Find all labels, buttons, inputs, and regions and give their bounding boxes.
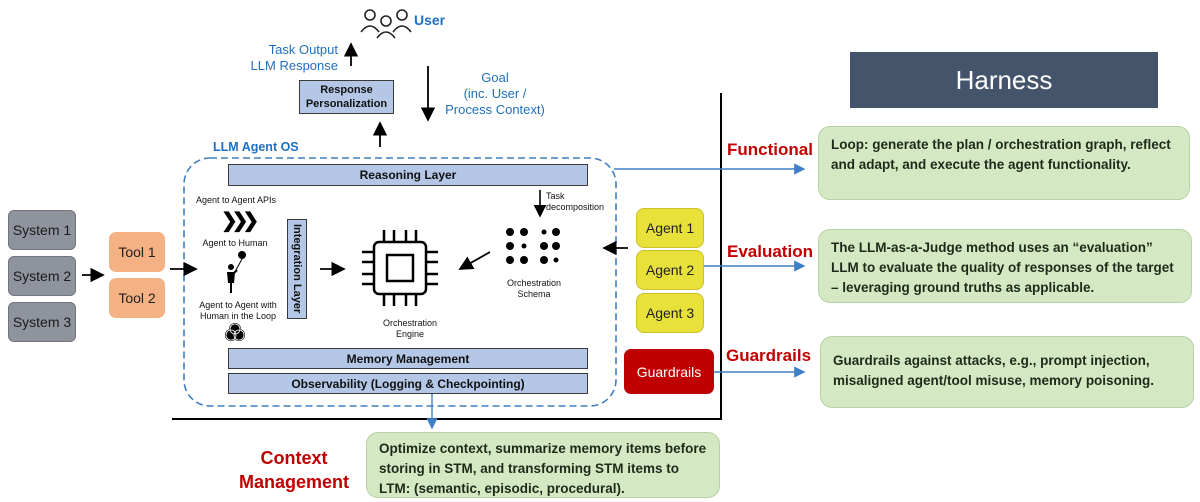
functional-description: Loop: generate the plan / orchestration … — [818, 126, 1190, 200]
tool-2-box: Tool 2 — [109, 278, 165, 318]
venn-network-icon — [225, 323, 245, 341]
agent-to-agent-apis-label: Agent to Agent APIs — [195, 195, 277, 205]
context-management-description: Optimize context, summarize memory items… — [366, 432, 720, 498]
agent-to-agent-hitl-line2: Human in the Loop — [199, 311, 277, 321]
agent-to-agent-hitl-label: Agent to Agent with Human in the Loop — [190, 300, 286, 322]
orchestration-schema-icon — [506, 228, 560, 264]
task-output-line2: LLM Response — [250, 58, 338, 73]
task-output-line1: Task Output — [268, 42, 338, 57]
orchestration-schema-label: Orchestration Schema — [496, 278, 572, 300]
human-with-balloon-icon — [227, 251, 246, 293]
orchestration-schema-line1: Orchestration — [506, 278, 562, 288]
orchestration-engine-label: Orchestration Engine — [370, 318, 450, 340]
system-3-box: System 3 — [8, 302, 76, 342]
task-decomposition-line2: decomposition — [546, 202, 605, 212]
guardrails-description: Guardrails against attacks, e.g., prompt… — [820, 336, 1194, 408]
schema-to-engine-arrow — [458, 251, 491, 270]
agent-2-box: Agent 2 — [636, 250, 704, 290]
response-personalization-box: Response Personalization — [299, 80, 394, 114]
agent-3-box: Agent 3 — [636, 293, 704, 333]
agent-to-agent-hitl-line1: Agent to Agent with — [199, 300, 277, 310]
agent-1-box: Agent 1 — [636, 208, 704, 248]
orchestration-schema-line2: Schema — [517, 289, 551, 299]
orchestration-engine-line2: Engine — [395, 329, 425, 339]
llm-agent-os-boundary — [183, 157, 617, 407]
user-label: User — [414, 12, 446, 28]
guardrails-label: Guardrails — [726, 346, 812, 365]
integration-layer-bar: Integration Layer — [287, 219, 307, 319]
system-1-box: System 1 — [8, 210, 76, 250]
agent-to-human-label: Agent to Human — [202, 238, 268, 248]
cpu-chip-icon — [362, 230, 438, 306]
users-icon — [360, 9, 412, 39]
evaluation-description: The LLM-as-a-Judge method uses an “evalu… — [818, 229, 1192, 303]
evaluation-label: Evaluation — [727, 242, 813, 261]
response-personalization-line2: Personalization — [305, 98, 388, 110]
functional-label: Functional — [727, 140, 813, 159]
goal-line3: Process Context) — [445, 102, 545, 117]
harness-title: Harness — [850, 52, 1158, 108]
response-personalization-line1: Response — [320, 84, 373, 96]
goal-text: Goal (inc. User / Process Context) — [440, 70, 550, 118]
orchestration-engine-line1: Orchestration — [382, 318, 438, 328]
context-management-label: Context Management — [236, 446, 352, 494]
task-decomposition-label: Task decomposition — [546, 191, 606, 213]
goal-line1: Goal — [481, 70, 509, 85]
task-decomposition-line1: Task — [546, 191, 565, 201]
context-management-line2: Management — [238, 472, 350, 492]
memory-management-bar: Memory Management — [228, 348, 588, 369]
system-2-box: System 2 — [8, 256, 76, 296]
tool-1-box: Tool 1 — [109, 232, 165, 272]
context-management-line1: Context — [260, 448, 328, 468]
reasoning-layer-bar: Reasoning Layer — [228, 164, 588, 186]
observability-bar: Observability (Logging & Checkpointing) — [228, 373, 588, 394]
llm-agent-os-title: LLM Agent OS — [213, 140, 299, 154]
goal-line2: (inc. User / — [463, 86, 527, 101]
guardrails-box: Guardrails — [624, 349, 714, 394]
chevrons-icon: ❯❯❯ — [221, 210, 259, 232]
task-output-text: Task Output LLM Response — [238, 42, 338, 74]
